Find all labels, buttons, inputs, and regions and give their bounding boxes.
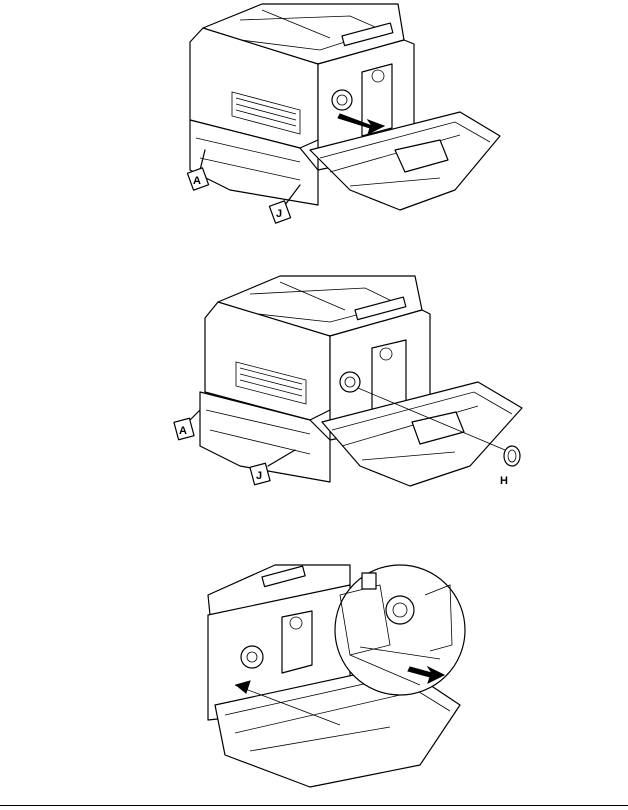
callout-j: J	[276, 208, 282, 220]
toner-gear	[340, 372, 360, 392]
figure-1-printer-front-cover-open: A J	[0, 0, 628, 235]
figure-2-drawing: H A J	[0, 270, 628, 510]
toner-gear-zoomed	[386, 596, 414, 624]
callout-a: A	[193, 175, 201, 187]
toner-gear	[332, 90, 352, 110]
callout-a: A	[179, 425, 187, 437]
callout-h: H	[500, 475, 508, 487]
toner-gear	[241, 646, 263, 668]
figure-1-drawing: A J	[0, 0, 628, 235]
part-h-ring	[504, 446, 520, 466]
figure-2-printer-remove-part-h: H A J	[0, 270, 628, 510]
magnifier-circle	[335, 565, 465, 695]
figure-3-drawing	[0, 555, 628, 800]
figure-3-detail-magnified	[0, 555, 628, 800]
page-bottom-rule	[0, 805, 628, 806]
callout-j: J	[256, 470, 262, 482]
